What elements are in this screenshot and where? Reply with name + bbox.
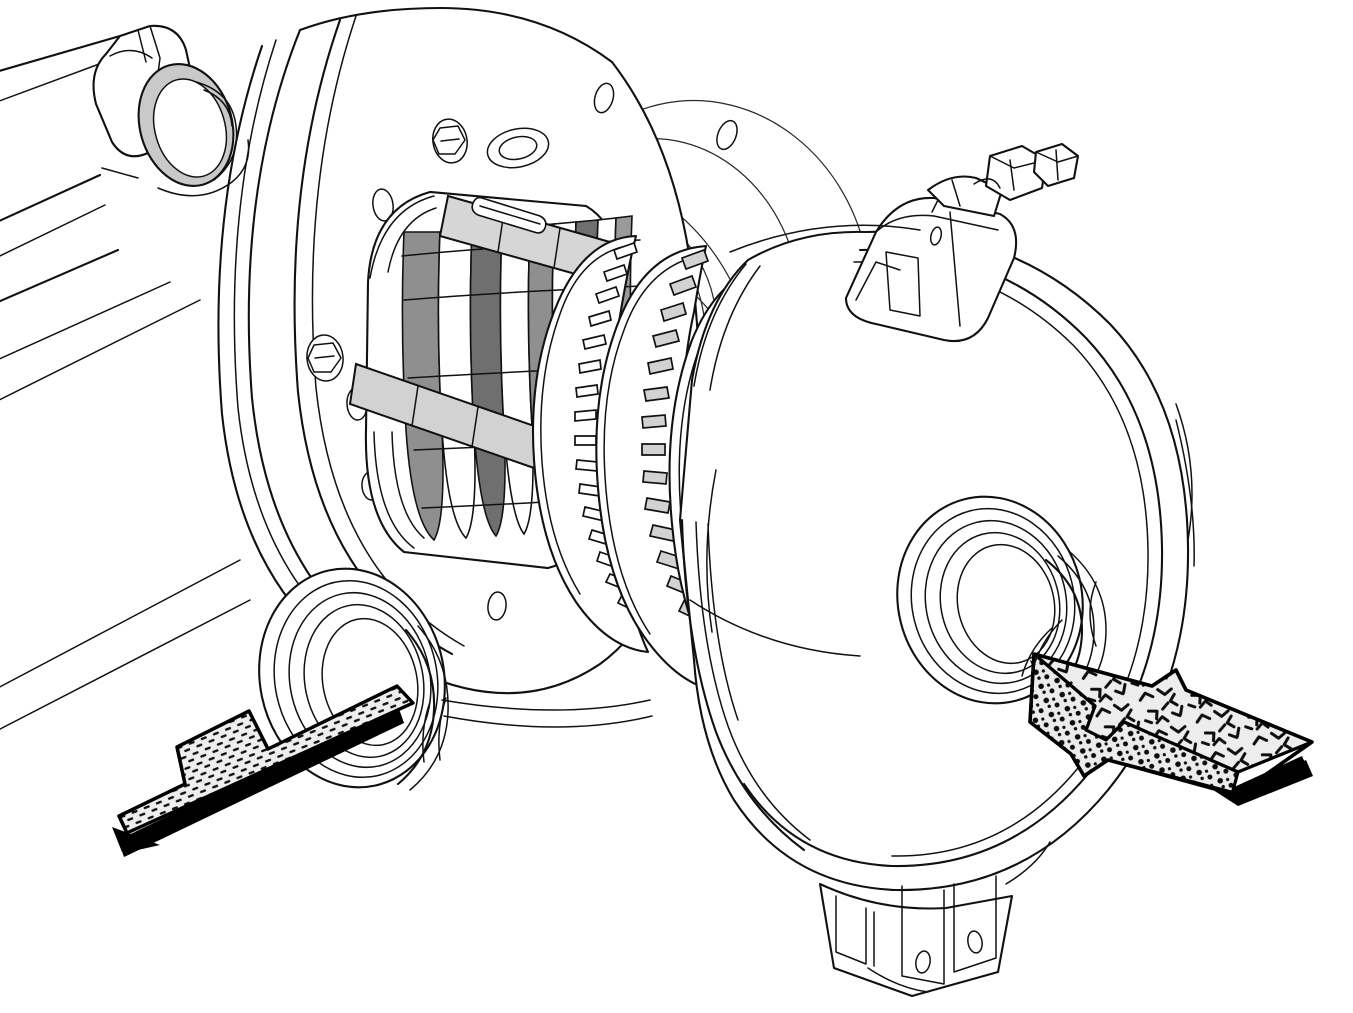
clamp-bracket-lug	[844, 195, 1018, 343]
hex-socket-fastener-upper	[432, 118, 468, 164]
overlay-detail-lines	[422, 581, 1097, 763]
disc-stack-plates	[401, 215, 637, 542]
clean-fluid-outlet-arrow[interactable]	[112, 684, 415, 857]
bleed-valve-fitting	[926, 142, 1080, 218]
upper-retaining-rail	[438, 194, 626, 288]
housing-contour-lines	[689, 224, 921, 657]
dirty-fluid-inlet-arrow[interactable]	[1028, 652, 1314, 806]
inlet-pipe-assembly	[0, 24, 251, 730]
mounting-foot-lugs	[818, 841, 1051, 998]
hex-socket-fastener-lower	[306, 334, 344, 382]
